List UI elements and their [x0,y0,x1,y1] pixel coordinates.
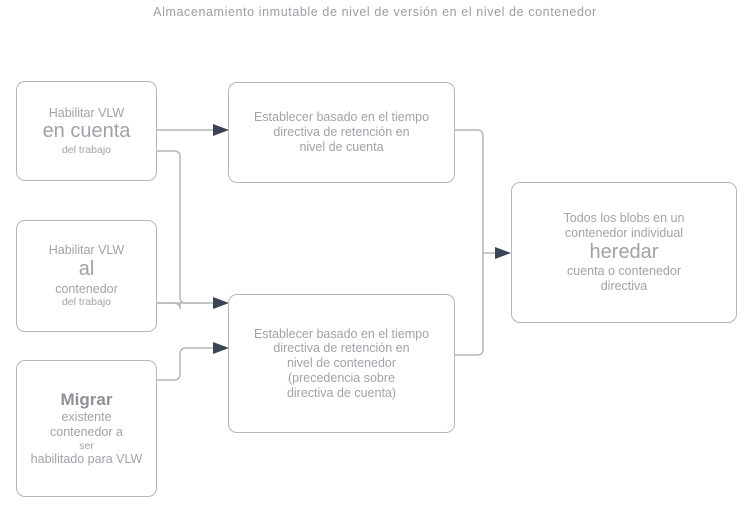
node-line: al [78,258,95,281]
node-line: ser [79,439,94,452]
link-migrar-to-directiva-contenedor [157,347,213,381]
node-line: cuenta o contenedor [567,264,681,279]
node-line: directiva de retención en [273,341,410,356]
node-line: directiva [600,279,648,294]
node-line: nivel de cuenta [299,139,384,154]
link-directiva-contenedor-to-heredar [455,252,495,356]
node-line: heredar [589,240,659,263]
node-line: Establecer basado en el tiempo [253,110,430,125]
node-habilitar-vlw-al-contenedor[interactable]: Habilitar VLW al contenedor del trabajo [16,220,157,332]
node-line: directiva de retención en [273,125,410,140]
node-directiva-nivel-cuenta[interactable]: Establecer basado en el tiempo directiva… [228,82,455,183]
arrowhead-directiva-contenedor-2 [213,342,229,354]
link-contenedor-to-directiva-contenedor [157,302,181,310]
node-line: contenedor [55,281,118,296]
node-line: nivel de contenedor [286,356,397,371]
page-title: Almacenamiento inmutable de nivel de ver… [153,5,597,19]
node-line: Habilitar VLW [48,243,125,258]
arrowhead-heredar [495,247,511,259]
node-line: contenedor individual [564,225,684,240]
node-line: Migrar [60,390,113,410]
node-line: del trabajo [61,143,112,156]
node-line: (precedencia sobre [287,370,395,385]
link-directiva-cuenta-to-heredar [455,129,484,253]
node-directiva-nivel-contenedor[interactable]: Establecer basado en el tiempo directiva… [228,294,455,433]
node-line: en cuenta [42,120,131,143]
link-cuenta-to-directiva-contenedor [157,150,213,304]
node-blobs-heredan-directiva[interactable]: Todos los blobs en un contenedor individ… [511,182,737,323]
node-line: Habilitar VLW [48,105,125,120]
node-migrar-contenedor-existente[interactable]: Migrar existente contenedor a ser habili… [16,360,157,497]
node-line: Establecer basado en el tiempo [253,326,430,341]
arrowhead-directiva-contenedor-1 [213,297,229,309]
node-line: contenedor a [50,424,123,439]
node-line: directiva de cuenta) [286,385,397,400]
node-line: Todos los blobs en un [563,211,685,226]
node-line: existente [61,410,112,425]
node-line: habilitado para VLW [30,452,143,467]
node-habilitar-vlw-en-cuenta[interactable]: Habilitar VLW en cuenta del trabajo [16,81,157,181]
arrowhead-directiva-cuenta [213,124,229,136]
node-line: del trabajo [61,296,112,309]
